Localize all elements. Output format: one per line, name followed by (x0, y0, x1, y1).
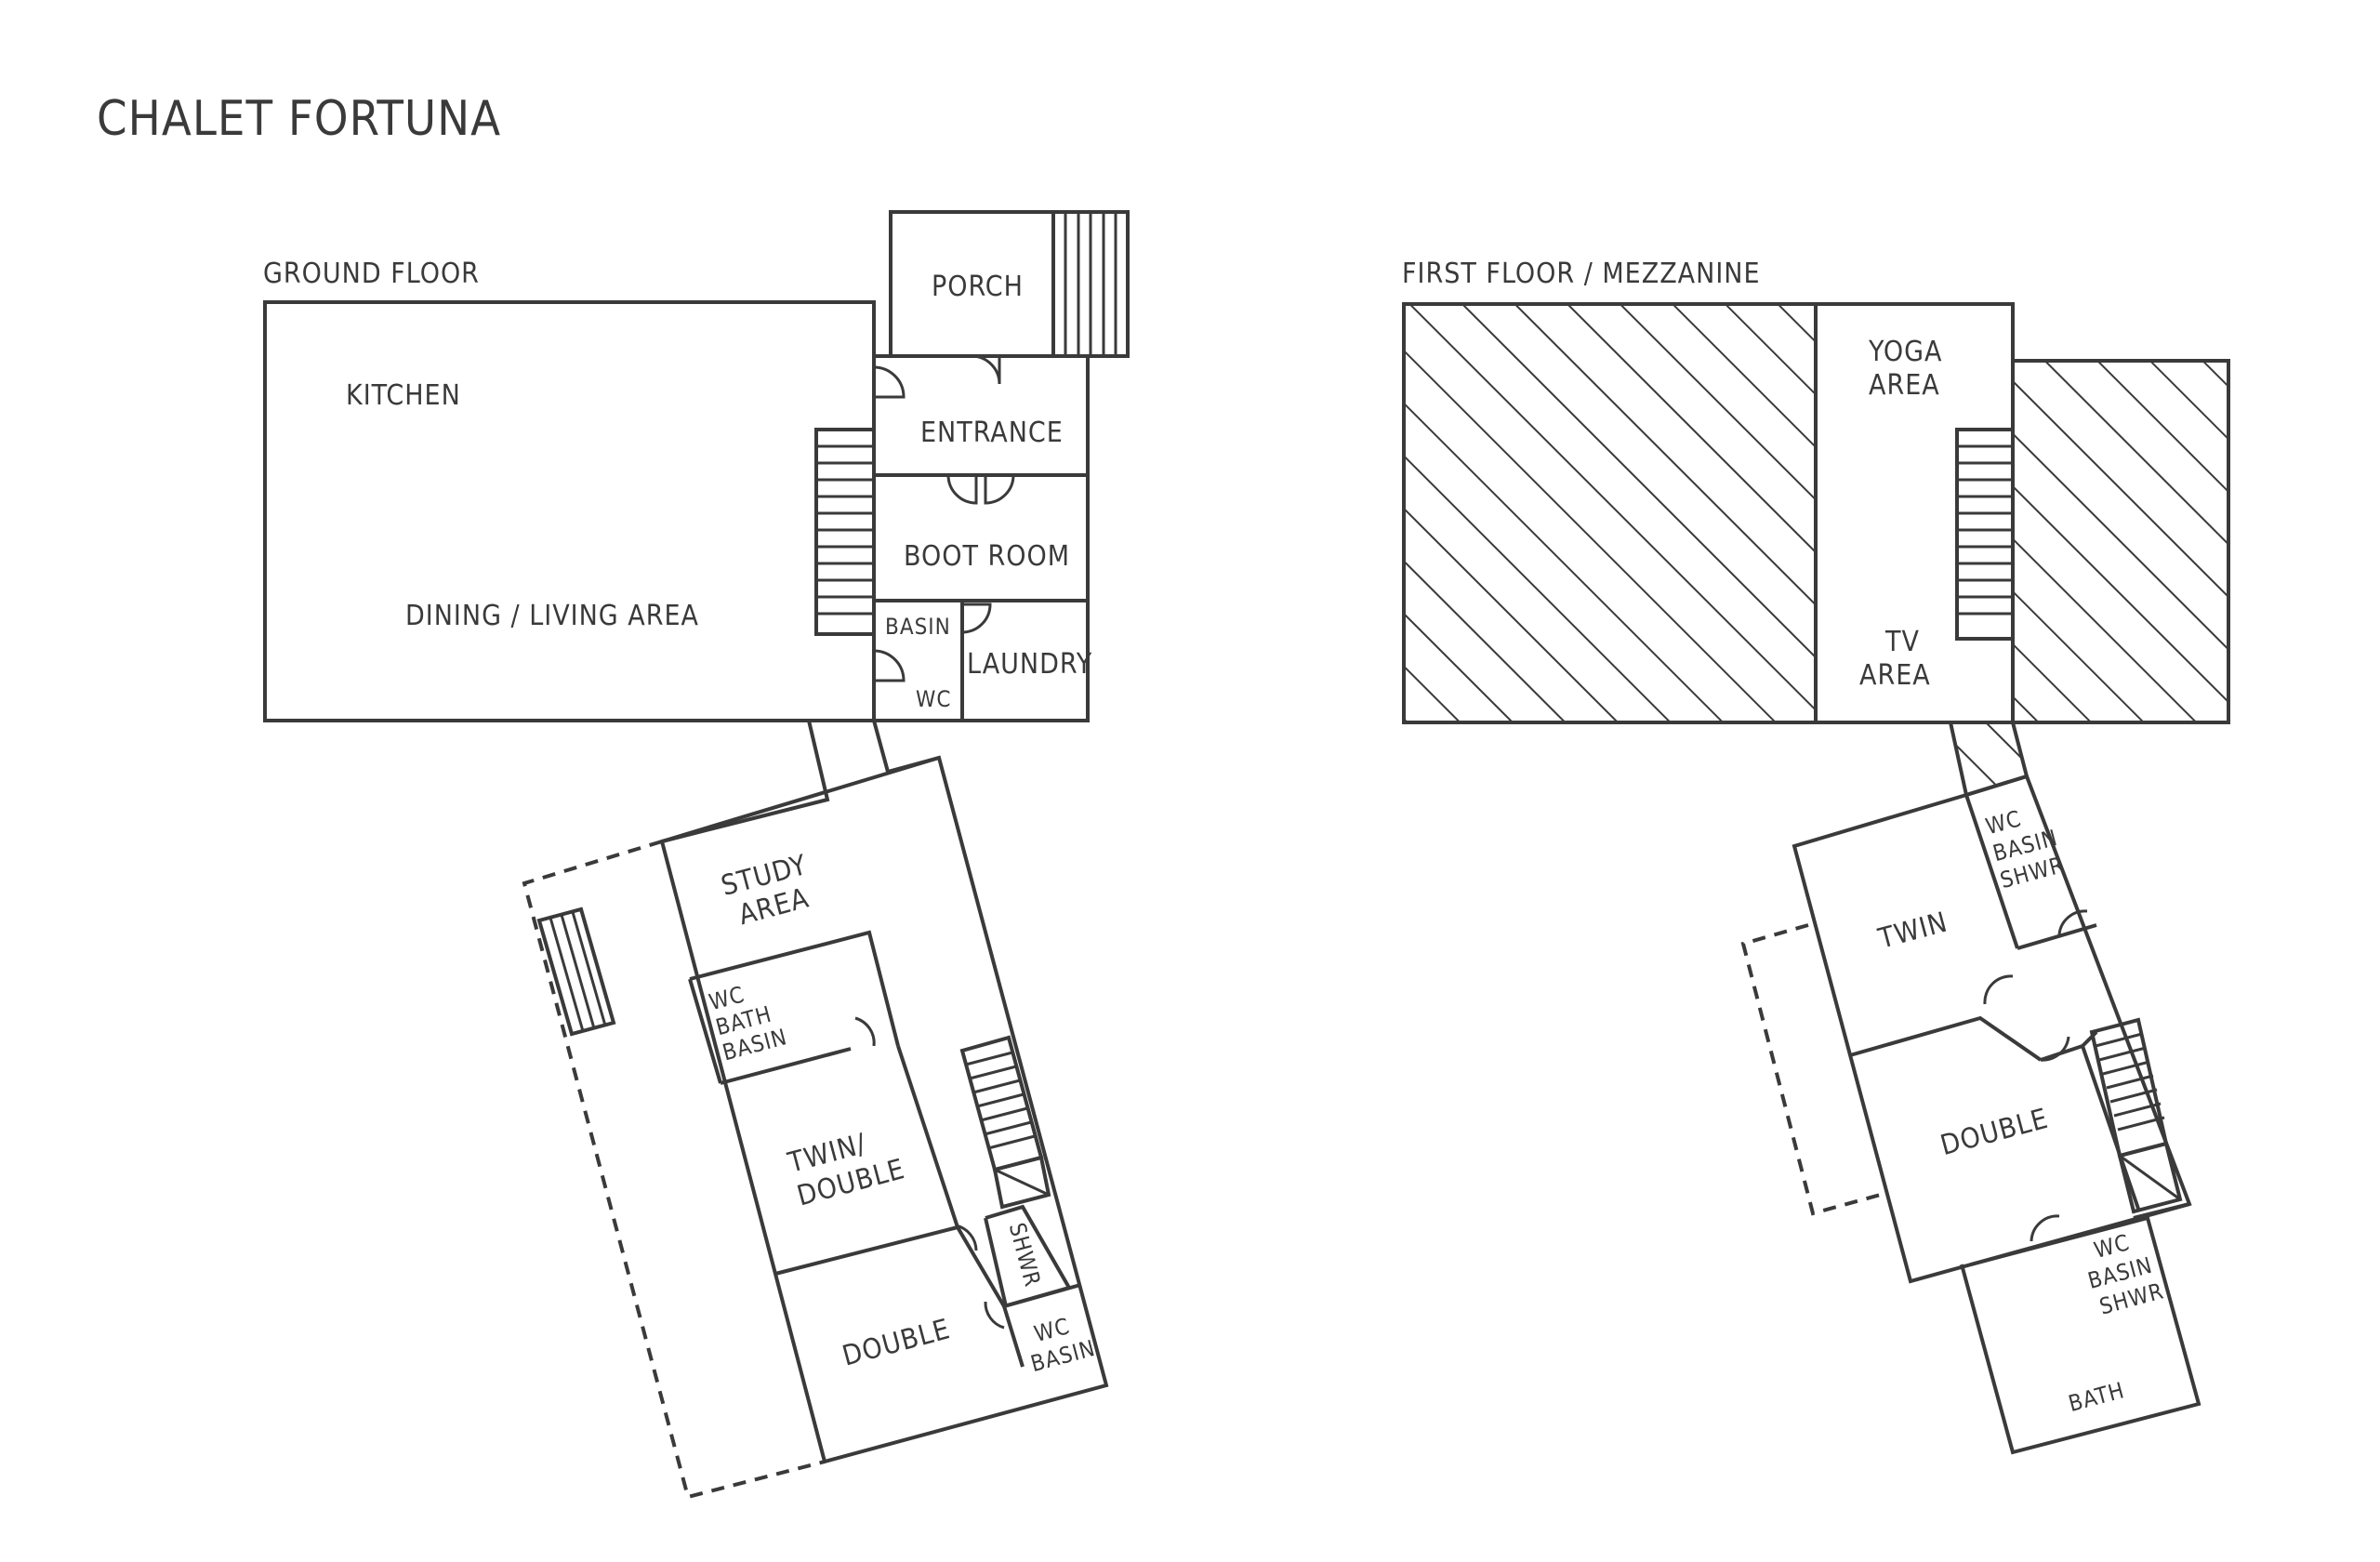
double-right-wall (2081, 1045, 2140, 1210)
label-yoga-2: AREA (1869, 369, 1940, 402)
label-entrance: ENTRANCE (920, 417, 1064, 449)
kitchen-dining-room (263, 300, 876, 722)
label-double: DOUBLE (839, 1313, 953, 1372)
wc-bath-left-wall (688, 978, 722, 1084)
laundry-door (961, 602, 992, 634)
link-void (1948, 721, 2030, 798)
wc-door (873, 649, 906, 682)
terrace-steps-treads (549, 911, 607, 1032)
boot-room-door-right (984, 474, 1015, 505)
ground-bedroom-wing (522, 755, 1109, 1500)
corridor-link-right (872, 720, 940, 774)
terrace-steps (536, 907, 616, 1037)
wc-bath-twin-wall (720, 1047, 852, 1085)
mezzanine-staircase-treads (1957, 444, 2013, 616)
corridor-link-left (661, 720, 830, 843)
twin-double-wall-ff (1849, 1015, 2043, 1062)
page-title: CHALET FORTUNA (97, 91, 501, 147)
ensuite-divider (1003, 1283, 1081, 1308)
first-wing-outline (1792, 774, 2192, 1284)
label-bath-ff: BATH (2066, 1377, 2127, 1417)
study-wc-wall (689, 930, 900, 1047)
wing-staircase-treads (965, 1051, 1036, 1150)
entrance-room (872, 354, 1090, 477)
first-stair-landing-diagonal (2119, 1154, 2181, 1201)
label-basin: BASIN (885, 614, 951, 640)
ensuite-door (984, 1301, 1005, 1330)
void-left (1402, 302, 1818, 724)
label-tv-1: TV (1884, 626, 1920, 658)
label-boot-room: BOOT ROOM (904, 540, 1070, 573)
boot-room-door-left (946, 474, 978, 505)
label-laundry: LAUNDRY (967, 648, 1092, 681)
label-twin: TWIN (1874, 906, 1951, 956)
wc-bath-door (854, 1016, 876, 1047)
bath-door-ff (2030, 1214, 2060, 1242)
first-floor-heading: FIRST FLOOR / MEZZANINE (1402, 258, 1761, 290)
void-right (2011, 359, 2230, 724)
entrance-door (873, 365, 906, 399)
ensuite1-bottom (2016, 923, 2097, 950)
first-wing-staircase-treads (2095, 1032, 2165, 1132)
wing-outline (659, 755, 1109, 1464)
porch-steps-treads (1064, 212, 1117, 356)
label-dining-living: DINING / LIVING AREA (405, 600, 699, 632)
twin-door-ff (1983, 974, 2014, 1005)
twin-double-wall (774, 1225, 959, 1276)
shwr-wall (984, 1217, 1008, 1307)
label-kitchen: KITCHEN (346, 379, 461, 412)
ground-staircase (814, 428, 876, 636)
ground-floor-plan: GROUND FLOOR (263, 210, 1130, 1500)
stair-landing-diagonal (994, 1168, 1050, 1197)
bedroom-corridor-wall (896, 1045, 959, 1228)
first-terrace-outline (1740, 923, 1888, 1216)
laundry-room (960, 599, 1090, 722)
label-double-ff: DOUBLE (1937, 1103, 2052, 1162)
ground-staircase-treads (816, 444, 874, 616)
first-floor-wing (1740, 774, 2202, 1455)
twin-door (955, 1224, 978, 1251)
terrace-outline (522, 840, 826, 1500)
label-wc: WC (916, 686, 951, 712)
ground-floor-heading: GROUND FLOOR (263, 258, 480, 290)
label-porch: PORCH (932, 271, 1024, 303)
twin-ensuite-wall (1964, 794, 2019, 949)
ensuite1-door (2057, 909, 2088, 935)
corridor-wall-ff (2040, 1030, 2098, 1062)
mezzanine-staircase (1955, 428, 2015, 641)
first-wing-bath (1960, 1215, 2202, 1455)
ensuite2-divider (2133, 1202, 2190, 1220)
double-door-ff (2040, 1036, 2070, 1062)
boot-room (872, 473, 1090, 602)
label-shwr: SHWR (1004, 1220, 1046, 1290)
first-floor-plan: FIRST FLOOR / MEZZANINE (1402, 258, 2230, 1455)
label-yoga-1: YOGA (1868, 336, 1942, 368)
porch-door (971, 354, 1001, 385)
double-ensuite-wall (956, 1225, 1006, 1308)
label-tv-2: AREA (1859, 659, 1931, 692)
